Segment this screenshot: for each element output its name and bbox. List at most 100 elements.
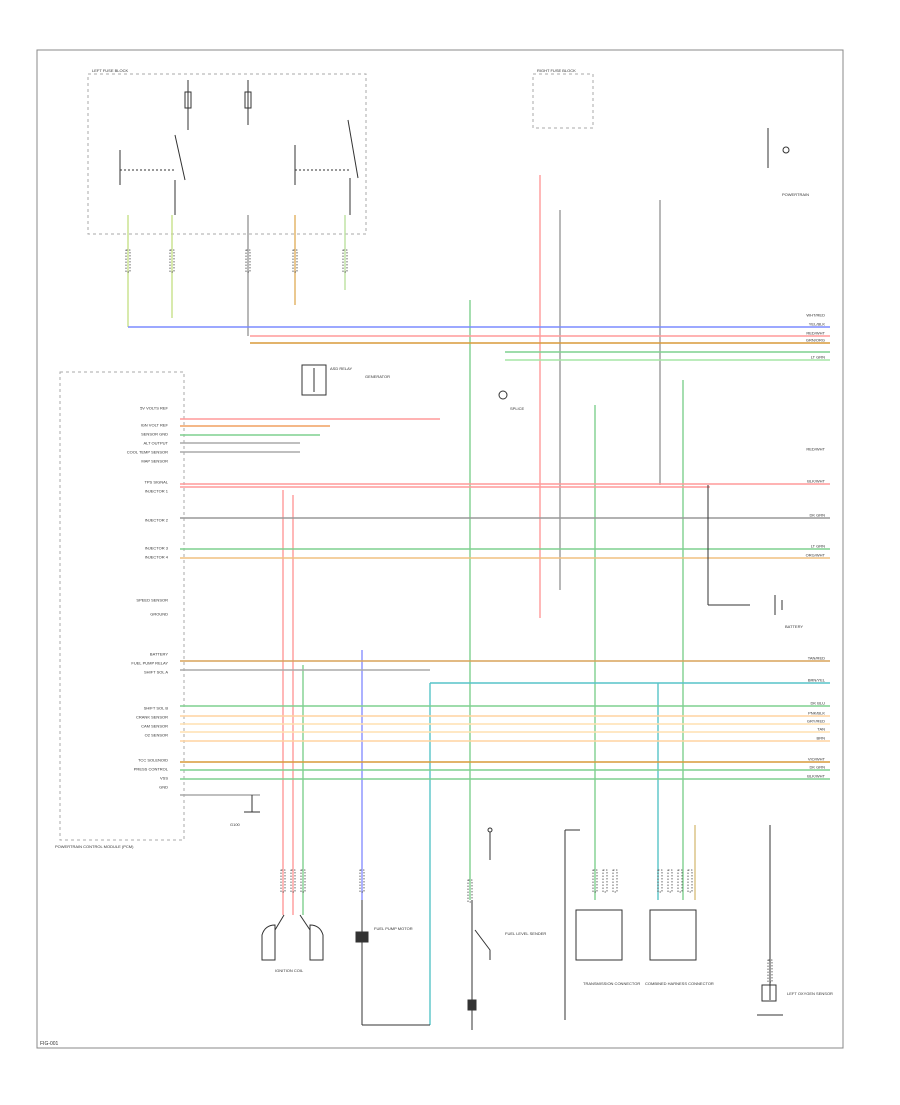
pcm-pin-label: TPS SIGNAL bbox=[144, 480, 168, 485]
pcm-pin-label: GND bbox=[159, 785, 168, 790]
battery-component bbox=[707, 485, 783, 615]
right-wire-label: DK BLU bbox=[811, 701, 826, 706]
footer-code: FIG-001 bbox=[40, 1041, 59, 1047]
pcm-pin-label: INJECTOR 3 bbox=[145, 546, 169, 551]
left-fuse-block-label: LEFT FUSE BLOCK bbox=[92, 68, 128, 73]
pcm-pin-label: FUEL PUMP RELAY bbox=[131, 661, 168, 666]
right-wire-label: WHT/RED bbox=[806, 313, 825, 318]
right-wire-label: TAN/RED bbox=[808, 656, 825, 661]
battery-label: BATTERY bbox=[785, 624, 803, 629]
connector-plug bbox=[359, 869, 365, 893]
relay-switch-2 bbox=[294, 119, 359, 215]
right-wire-label: BRN bbox=[817, 736, 826, 741]
pcm-box bbox=[59, 371, 185, 841]
pcm-pin-label: ALT OUTPUT bbox=[143, 441, 168, 446]
relay-switch-1 bbox=[119, 134, 186, 215]
connector-plug bbox=[125, 249, 131, 273]
pcm-title: POWERTRAIN CONTROL MODULE (PCM) bbox=[55, 844, 134, 849]
horizontal-wires bbox=[128, 326, 830, 796]
pcm-pin-label: 5V VOLTS REF bbox=[140, 406, 168, 411]
right-wire-label: RED/WHT bbox=[806, 447, 825, 452]
pcm-pin-label: CRANK SENSOR bbox=[136, 715, 168, 720]
right-wire-label: PNK/BLK bbox=[808, 711, 825, 716]
right-top-label: POWERTRAIN bbox=[782, 192, 809, 197]
pcm-pin-label: BATTERY bbox=[150, 652, 168, 657]
right-wire-label: GRY/RED bbox=[807, 719, 825, 724]
connector-top-right bbox=[767, 128, 790, 168]
connector-plug bbox=[292, 249, 298, 273]
combined-harness-connector bbox=[649, 909, 697, 961]
pcm-pin-label: TCC SOLENOID bbox=[138, 758, 168, 763]
splice-junction bbox=[498, 390, 508, 400]
right-wire-label: ORG/WHT bbox=[806, 553, 826, 558]
left-oxygen-sensor bbox=[757, 825, 783, 1016]
generator-label: GENERATOR bbox=[365, 374, 390, 379]
fuse-2 bbox=[244, 80, 252, 125]
connector-plug bbox=[602, 869, 608, 893]
junction-label: SPLICE bbox=[510, 406, 525, 411]
vertical-wires bbox=[125, 175, 773, 1025]
pcm-pin-label: O2 SENSOR bbox=[145, 733, 168, 738]
fuel-sender-label: FUEL LEVEL SENDER bbox=[505, 931, 546, 936]
coil-label: IGNITION COIL bbox=[275, 968, 304, 973]
ground-left bbox=[244, 795, 260, 813]
pcm-pin-labels: 5V VOLTS REF IGN VOLT REF SENSOR GND ALT OU… bbox=[127, 406, 169, 790]
connector-plug bbox=[280, 869, 286, 893]
pcm-pin-label: SHIFT SOL B bbox=[144, 706, 169, 711]
pcm-pin-label: SHIFT SOL A bbox=[144, 670, 168, 675]
right-wire-label: DK GRN bbox=[809, 513, 825, 518]
right-wire-label: BLK/WHT bbox=[807, 774, 825, 779]
fuel-pump-motor bbox=[355, 900, 430, 1026]
right-wire-label: BLK/WHT bbox=[807, 479, 825, 484]
right-wire-label: LT GRN bbox=[811, 355, 825, 360]
connector-plug bbox=[677, 869, 683, 893]
connector-b-label: COMBINED HARNESS CONNECTOR bbox=[645, 981, 714, 986]
right-wire-label: TAN bbox=[817, 727, 825, 732]
transmission-connector bbox=[564, 829, 623, 1020]
fuse-1 bbox=[184, 80, 192, 130]
connector-plug bbox=[612, 869, 618, 893]
ground-left-label: G100 bbox=[230, 822, 241, 827]
relay-label: ASD RELAY bbox=[330, 366, 352, 371]
ignition-coil bbox=[261, 914, 324, 961]
connector-plug bbox=[342, 249, 348, 273]
left-fuse-block bbox=[87, 73, 367, 235]
pcm-pin-label: PRESS CONTROL bbox=[134, 767, 169, 772]
connector-plug bbox=[467, 879, 473, 903]
connector-plug bbox=[687, 869, 693, 893]
asd-relay bbox=[301, 364, 327, 396]
connector-plug bbox=[169, 249, 175, 273]
connector-plug bbox=[592, 869, 598, 893]
pcm-pin-label: CAM SENSOR bbox=[141, 724, 168, 729]
pcm-pin-label: COOL TEMP SENSOR bbox=[127, 450, 168, 455]
connector-plug bbox=[657, 869, 663, 893]
fuel-level-sender bbox=[467, 827, 493, 1030]
fuel-pump-label: FUEL PUMP MOTOR bbox=[374, 926, 413, 931]
pcm-pin-label: IGN VOLT REF bbox=[141, 423, 169, 428]
right-wire-label: YEL/BLK bbox=[809, 322, 826, 327]
right-wire-label: LT GRN bbox=[811, 544, 825, 549]
right-wire-label: VIO/WHT bbox=[808, 757, 826, 762]
right-wire-label: GRN/ORG bbox=[806, 338, 825, 343]
diagram-frame bbox=[36, 49, 844, 1049]
right-wire-labels: WHT/RED YEL/BLK RED/WHT GRN/ORG LT GRN RED/WH… bbox=[806, 313, 826, 779]
right-fuse-block-label: RIGHT FUSE BLOCK bbox=[537, 68, 576, 73]
connector-plug bbox=[290, 869, 296, 893]
right-wire-label: RED/WHT bbox=[806, 331, 825, 336]
pcm-pin-label: SENSOR GND bbox=[141, 432, 168, 437]
pcm-pin-label: INJECTOR 4 bbox=[145, 555, 169, 560]
pcm-pin-label: INJECTOR 2 bbox=[145, 518, 169, 523]
pcm-pin-label: GROUND bbox=[150, 612, 168, 617]
pcm-pin-label: SPEED SENSOR bbox=[136, 598, 168, 603]
right-wire-label: DK GRN bbox=[809, 765, 825, 770]
connector-plug bbox=[667, 869, 673, 893]
sensor-right-label: LEFT OXYGEN SENSOR bbox=[787, 991, 833, 996]
connector-plug bbox=[300, 869, 306, 893]
right-fuse-block bbox=[532, 73, 594, 129]
connector-a-label: TRANSMISSION CONNECTOR bbox=[583, 981, 640, 986]
pcm-pin-label: INJECTOR 1 bbox=[145, 489, 169, 494]
pcm-pin-label: VSS bbox=[160, 776, 168, 781]
connector-plug bbox=[245, 249, 251, 273]
